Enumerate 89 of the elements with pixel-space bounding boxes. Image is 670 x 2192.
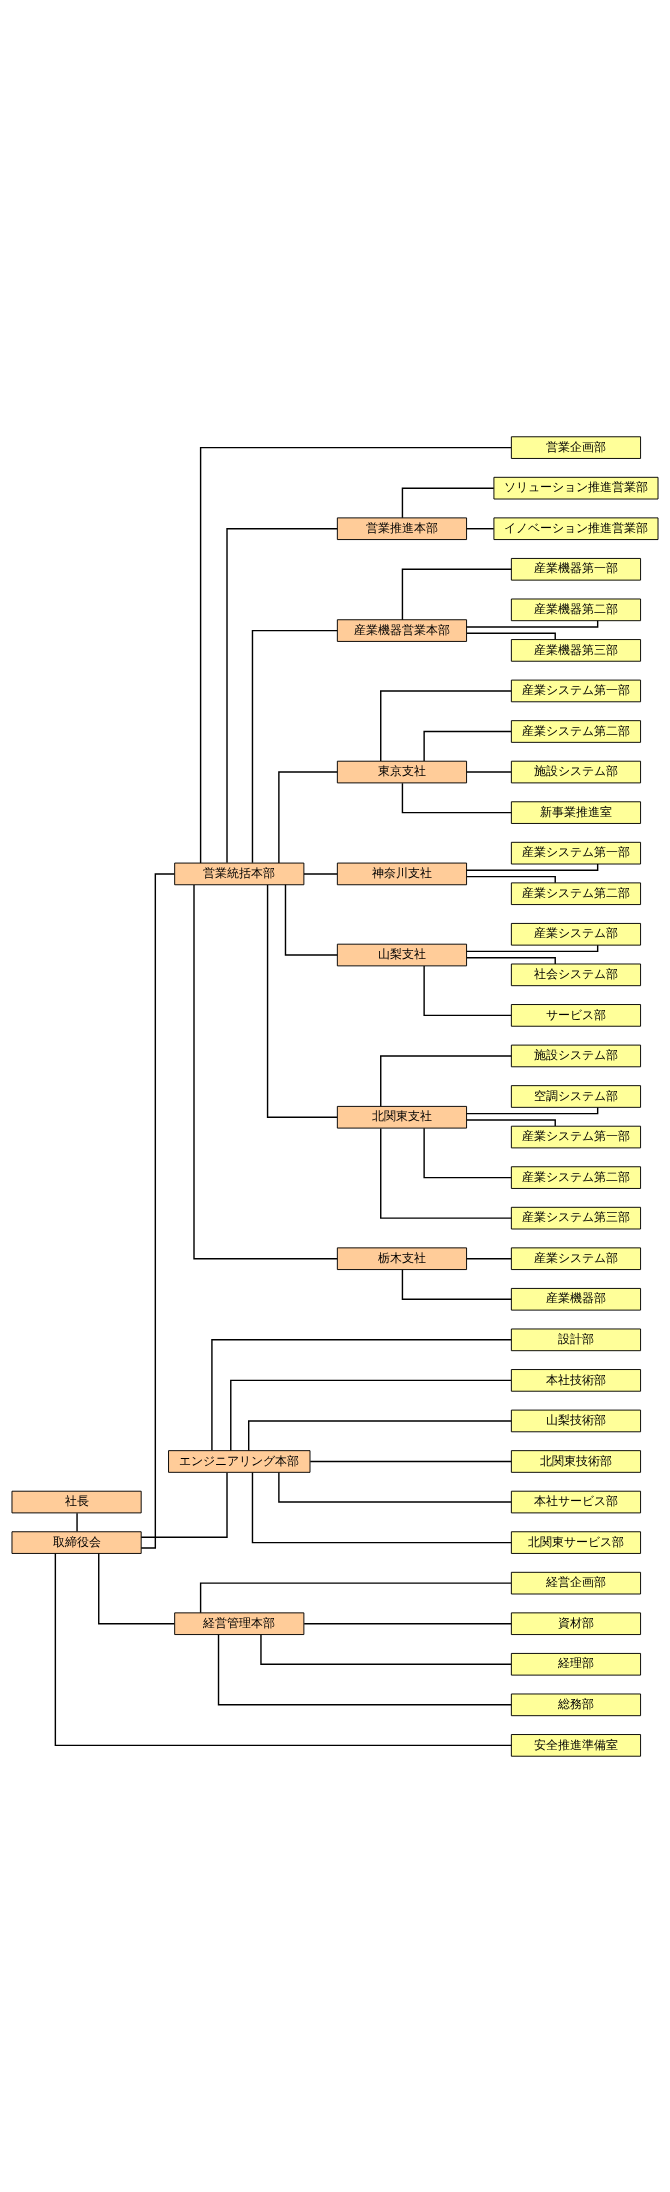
connector (230, 1379, 512, 1451)
node-box: 施設システム部 (510, 760, 642, 783)
node-box: 新事業推進室 (510, 800, 642, 824)
connector (278, 770, 338, 864)
node-box: 営業推進本部 (336, 516, 468, 540)
connector (309, 1460, 513, 1462)
node-box: 産業システム第一部 (510, 679, 642, 702)
node-box: 社長 (11, 1490, 142, 1513)
connector (260, 1633, 512, 1665)
connector (423, 1127, 512, 1178)
node-box: 山梨支社 (336, 943, 468, 966)
node-box: 産業機器営業本部 (336, 618, 468, 642)
node-box: 営業企画部 (510, 435, 642, 459)
connector (423, 964, 512, 1016)
node-box: 産業システム部 (510, 922, 642, 946)
connector (248, 1419, 512, 1451)
node-box: 取締役会 (11, 1530, 142, 1554)
connector (226, 527, 338, 864)
connector (380, 689, 512, 762)
connector (380, 1054, 512, 1107)
node-box: 産業機器第二部 (510, 598, 642, 621)
node-box: 神奈川支社 (336, 862, 468, 885)
node-box: 産業システム第二部 (510, 719, 642, 743)
node-box: 産業システム第一部 (510, 1125, 642, 1148)
connector (465, 862, 599, 871)
connector (466, 956, 556, 965)
node-box: 安全推進準備室 (510, 1733, 642, 1757)
connector (278, 1471, 512, 1503)
node-box: 設計部 (510, 1328, 642, 1351)
node-box: 総務部 (510, 1693, 642, 1716)
node-box: イノベーション推進営業部 (493, 516, 659, 540)
connector (401, 1268, 513, 1300)
connector (380, 1127, 512, 1219)
node-box: 東京支社 (336, 760, 468, 783)
connector (423, 730, 512, 762)
connector (465, 944, 599, 952)
node-box: 空調システム部 (510, 1084, 642, 1108)
node-box: 資材部 (510, 1611, 642, 1635)
connector (466, 527, 495, 529)
connector (284, 883, 338, 956)
connector (303, 872, 338, 875)
connector (199, 1581, 512, 1613)
node-box: 産業システム第一部 (510, 841, 642, 864)
node-box: サービス部 (510, 1003, 642, 1027)
connector (251, 629, 338, 864)
node-box: 営業統括本部 (174, 862, 305, 885)
connector (193, 883, 338, 1259)
node-box: 産業システム第二部 (510, 881, 642, 905)
node-box: 産業システム部 (510, 1246, 642, 1270)
connector (466, 770, 512, 773)
node-box: 産業システム第三部 (510, 1206, 642, 1229)
node-box: 産業システム第二部 (510, 1165, 642, 1189)
connector (76, 1511, 78, 1532)
node-box: 北関東サービス部 (510, 1530, 642, 1554)
connector (199, 446, 512, 864)
node-box: 栃木支社 (336, 1246, 468, 1270)
connector (401, 486, 495, 518)
connector (466, 1257, 512, 1259)
node-box: 施設システム部 (510, 1044, 642, 1067)
node-box: 経営企画部 (510, 1571, 642, 1594)
node-box: 経理部 (510, 1652, 642, 1676)
connector (465, 619, 599, 628)
connector (140, 872, 176, 1549)
connector (466, 632, 556, 640)
node-box: 本社サービス部 (510, 1490, 642, 1513)
connector (266, 883, 338, 1118)
connector (466, 875, 556, 883)
connector (303, 1622, 512, 1624)
connector (140, 1471, 228, 1538)
connector (98, 1552, 176, 1624)
connector (211, 1338, 512, 1451)
connector (466, 1118, 556, 1127)
node-box: ソリューション推進営業部 (493, 476, 659, 499)
connector (54, 1552, 513, 1746)
node-box: 産業機器部 (510, 1287, 642, 1311)
connector (465, 1106, 599, 1114)
node-box: 産業機器第一部 (510, 557, 642, 581)
connector (401, 568, 513, 620)
node-box: 産業機器第三部 (510, 638, 642, 662)
node-box: 北関東支社 (336, 1105, 468, 1129)
connector (217, 1633, 512, 1706)
node-box: 社会システム部 (510, 963, 642, 986)
node-box: 経営管理本部 (174, 1611, 305, 1635)
connector (401, 781, 513, 813)
node-box: 山梨技術部 (510, 1409, 642, 1432)
node-box: 北関東技術部 (510, 1449, 642, 1473)
connector (251, 1471, 512, 1543)
node-box: エンジニアリング本部 (168, 1449, 311, 1473)
node-box: 本社技術部 (510, 1368, 642, 1392)
